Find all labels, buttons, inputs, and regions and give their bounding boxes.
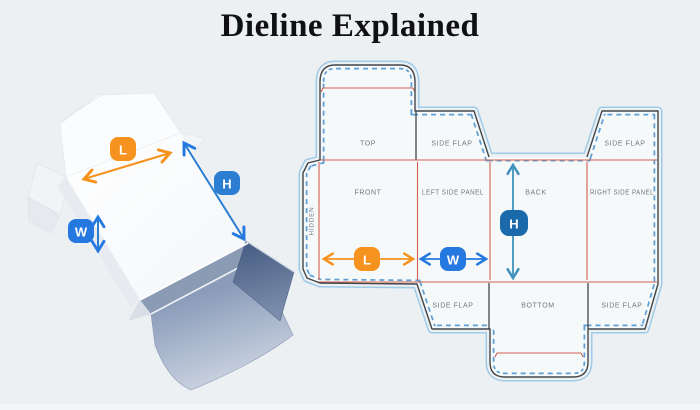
dieline-width-badge: W [440,247,466,271]
box-height-badge: H [214,171,240,195]
page-title: Dieline Explained [220,8,480,44]
panel-label-side-flap-top-left: SIDE FLAP [431,141,472,148]
panel-label-front: FRONT [354,190,381,197]
panel-label-back: BACK [525,190,546,197]
box-height-badge-label: H [222,177,231,192]
box-lid-crease [62,95,101,121]
box-length-badge: L [110,137,136,161]
box-opening-inner [140,243,259,314]
panel-label-side-flap-bottom-left: SIDE FLAP [432,303,473,310]
box-width-badge: W [68,219,94,243]
box-left-flap-lower [27,196,61,234]
box-3d-illustration: L H W [27,92,295,391]
panel-label-left-side-panel: LEFT SIDE PANEL [422,190,484,197]
dieline-length-badge-label: L [363,253,371,268]
box-opening-edge [139,242,249,301]
box-length-badge-label: L [119,143,127,158]
cut-line [302,64,659,378]
bottom-strip [0,404,700,410]
dieline-length-badge: L [354,247,380,271]
panel-label-right-side-panel: RIGHT SIDE PANEL [590,190,654,197]
box-height-arrow [182,140,246,242]
panel-label-hidden: HIDDEN [309,207,316,236]
box-opening-corner [128,300,151,321]
slit-cut-lines [415,111,589,329]
box-width-badge-label: W [75,225,88,240]
dieline-height-badge-label: H [509,217,518,232]
dieline-width-badge-label: W [447,253,460,268]
box-right-flap-edge-highlight [245,240,295,273]
panel-label-top: TOP [360,141,376,148]
panel-label-side-flap-bottom-right: SIDE FLAP [601,303,642,310]
panel-label-side-flap-top-right: SIDE FLAP [604,141,645,148]
panel-label-bottom: BOTTOM [521,303,554,310]
dieline-height-badge: H [500,210,528,236]
box-length-arrow [81,148,173,184]
fold-lines [318,87,657,358]
dieline-diagram: TOP SIDE FLAP SIDE FLAP FRONT LEFT SIDE … [303,65,658,377]
